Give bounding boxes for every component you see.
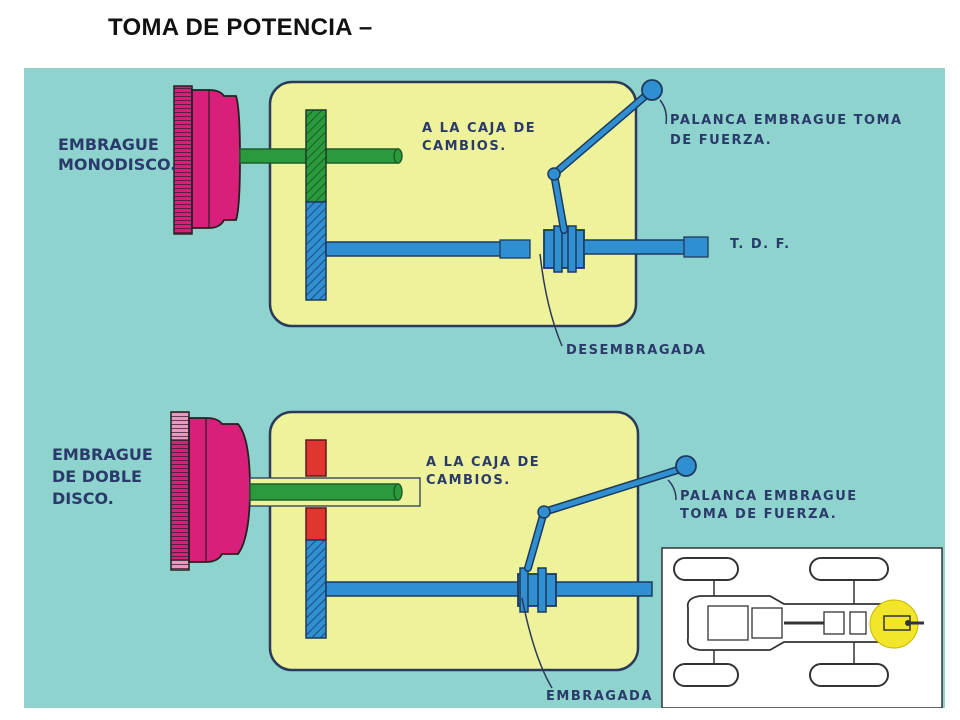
tractor-wheel <box>809 663 889 687</box>
top-pto-shaft <box>583 239 695 255</box>
tractor-inset <box>661 547 943 708</box>
top-clutch-label-1: EMBRAGUE <box>58 135 159 154</box>
bottom-clutch-label-1: EMBRAGUE <box>52 445 153 464</box>
bottom-state-label: EMBRAGADA <box>546 689 653 704</box>
bottom-gearbox-label-2: CAMBIOS. <box>426 473 511 488</box>
bottom-lever-knob <box>675 455 697 477</box>
top-pto-label: T. D. F. <box>730 237 791 252</box>
bottom-blue-shaft <box>325 581 653 597</box>
top-blue-gear <box>305 201 327 301</box>
top-lever-label-2: DE FUERZA. <box>670 133 772 148</box>
top-coupling-sleeve <box>543 229 585 269</box>
bottom-red-block-mid <box>305 507 327 541</box>
bottom-red-block-top <box>305 439 327 477</box>
top-green-gear <box>305 109 327 203</box>
top-state-label: DESEMBRAGADA <box>566 343 706 358</box>
bottom-lever-label-2: TOMA DE FUERZA. <box>680 507 837 522</box>
top-gearbox-label-1: A LA CAJA DE <box>422 121 536 136</box>
bottom-blue-gear <box>305 539 327 639</box>
bottom-clutch-housing <box>188 417 251 563</box>
tractor-wheel <box>673 663 739 687</box>
top-blue-shaft <box>325 241 529 257</box>
page-title: TOMA DE POTENCIA – <box>108 14 373 41</box>
bottom-diagram: EMBRAGUE DE DOBLE DISCO. A LA CAJA DE CA… <box>52 410 858 704</box>
bottom-gearbox-label-1: A LA CAJA DE <box>426 455 540 470</box>
bottom-clutch-label-3: DISCO. <box>52 489 114 508</box>
bottom-clutch-label-2: DE DOBLE <box>52 467 142 486</box>
pto-diagram: EMBRAGUE MONODISCO. A LA CAJA DE CAMBIOS… <box>24 68 945 708</box>
top-gearbox-label-2: CAMBIOS. <box>422 139 507 154</box>
top-clutch-housing <box>191 89 241 229</box>
top-lever-label-1: PALANCA EMBRAGUE TOMA <box>670 113 903 128</box>
bottom-lever-label-1: PALANCA EMBRAGUE <box>680 489 858 504</box>
bottom-green-shaft <box>249 483 399 501</box>
top-lever-knob <box>641 79 663 101</box>
top-diagram: EMBRAGUE MONODISCO. A LA CAJA DE CAMBIOS… <box>58 79 903 358</box>
bottom-coupling-sleeve <box>517 573 557 607</box>
top-clutch-ring <box>173 85 193 235</box>
tractor-wheel <box>673 557 739 581</box>
top-clutch-label-2: MONODISCO. <box>58 155 176 174</box>
tractor-wheel <box>809 557 889 581</box>
